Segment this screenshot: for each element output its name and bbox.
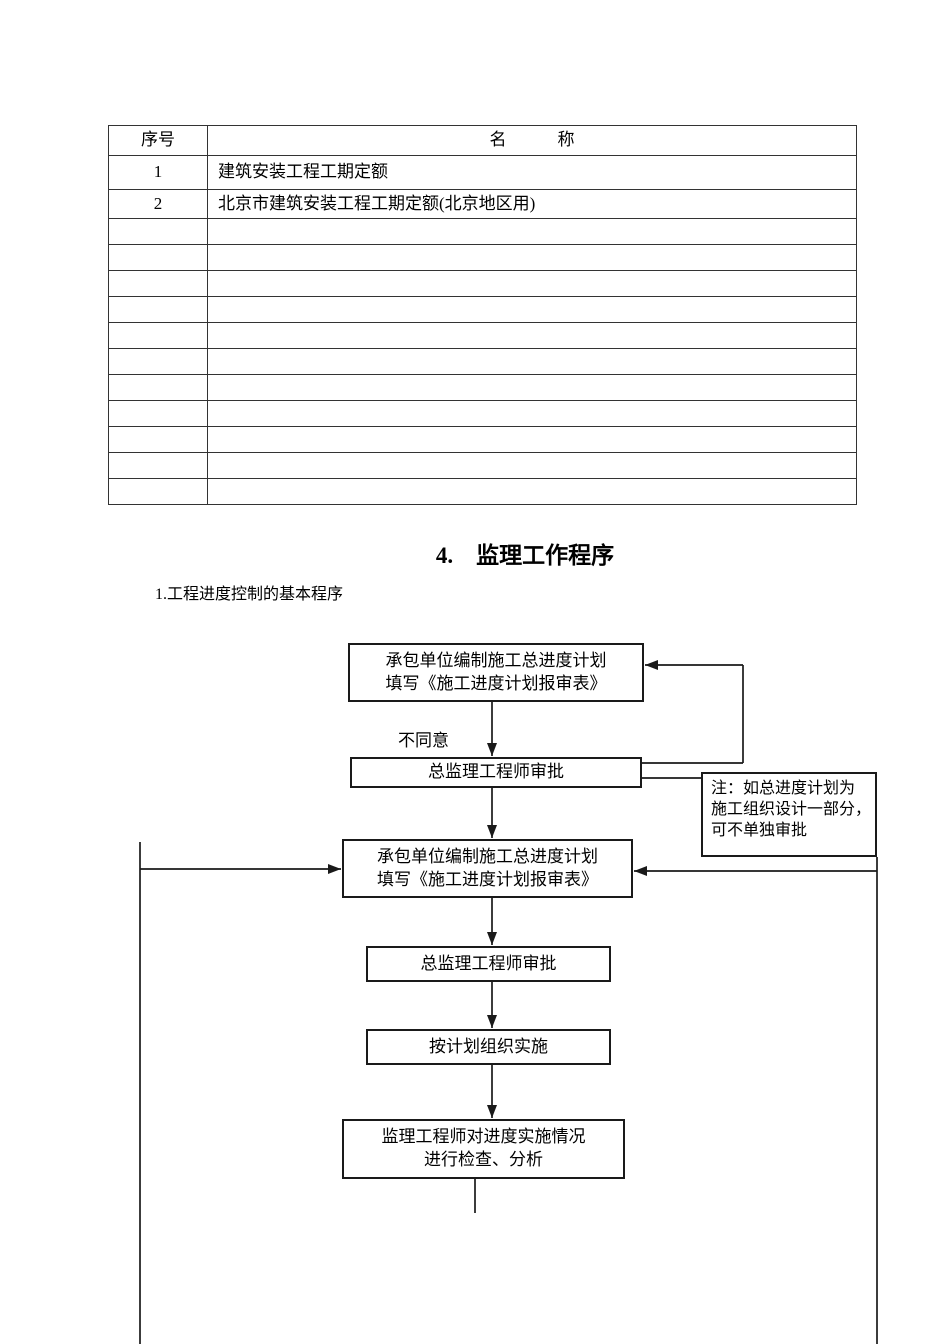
reference-table-body: 序号 名 称 1 建筑安装工程工期定额 2 北京市建筑安装工程工期定额(北京地区…: [108, 125, 857, 505]
table-empty-row: [108, 478, 857, 505]
flow-box-inspect-analyze: 监理工程师对进度实施情况 进行检查、分析: [342, 1119, 625, 1179]
table-empty-row: [108, 296, 857, 323]
flow-box-text: 进行检查、分析: [424, 1150, 543, 1169]
flow-box-text: 按计划组织实施: [429, 1036, 548, 1056]
flow-box-text: 监理工程师对进度实施情况: [381, 1127, 586, 1147]
flow-box-text: 总监理工程师审批: [420, 953, 557, 973]
flow-box-chief-engineer-approval-2: 总监理工程师审批: [366, 946, 611, 982]
table-header-row: 序号 名 称: [108, 125, 857, 156]
cell-name: 北京市建筑安装工程工期定额(北京地区用): [207, 189, 857, 219]
section-subtitle: 1.工程进度控制的基本程序: [155, 586, 344, 603]
flow-box-text: 承包单位编制施工总进度计划: [377, 846, 598, 866]
flow-note-text: 注：如总进度计划为: [711, 780, 856, 797]
flow-note-text: 施工组织设计一部分，: [711, 800, 872, 818]
reference-table: 序号 名 称 1 建筑安装工程工期定额 2 北京市建筑安装工程工期定额(北京地区…: [108, 125, 857, 505]
cell-serial: 1: [108, 155, 208, 190]
disagree-label: 不同意: [398, 731, 449, 750]
cell-serial: 2: [108, 189, 208, 219]
flow-note-box: 注：如总进度计划为 施工组织设计一部分， 可不单独审批: [701, 772, 877, 857]
table-empty-row: [108, 322, 857, 349]
table-empty-row: [108, 244, 857, 271]
table-row: 1 建筑安装工程工期定额: [108, 155, 857, 190]
header-serial-number: 序号: [108, 125, 208, 156]
flow-note-text: 可不单独审批: [711, 821, 808, 839]
flow-box-text: 填写《施工进度计划报审表》: [385, 673, 607, 693]
table-empty-row: [108, 400, 857, 427]
flow-box-chief-engineer-approval-1: 总监理工程师审批: [350, 757, 642, 788]
flow-box-implement-plan: 按计划组织实施: [366, 1029, 611, 1065]
table-row: 2 北京市建筑安装工程工期定额(北京地区用): [108, 189, 857, 219]
table-empty-row: [108, 270, 857, 297]
table-empty-row: [108, 452, 857, 479]
table-empty-row: [108, 218, 857, 245]
header-name: 名 称: [207, 125, 857, 156]
flow-box-text: 总监理工程师审批: [428, 762, 564, 782]
section-title: 4. 监理工作程序: [435, 543, 615, 568]
flow-box-text: 填写《施工进度计划报审表》: [377, 869, 598, 889]
flow-box-text: 承包单位编制施工总进度计划: [385, 650, 607, 670]
flow-box-prepare-plan-2: 承包单位编制施工总进度计划 填写《施工进度计划报审表》: [342, 839, 633, 898]
flow-box-prepare-plan-1: 承包单位编制施工总进度计划 填写《施工进度计划报审表》: [348, 643, 644, 702]
cell-name: 建筑安装工程工期定额: [207, 155, 857, 190]
